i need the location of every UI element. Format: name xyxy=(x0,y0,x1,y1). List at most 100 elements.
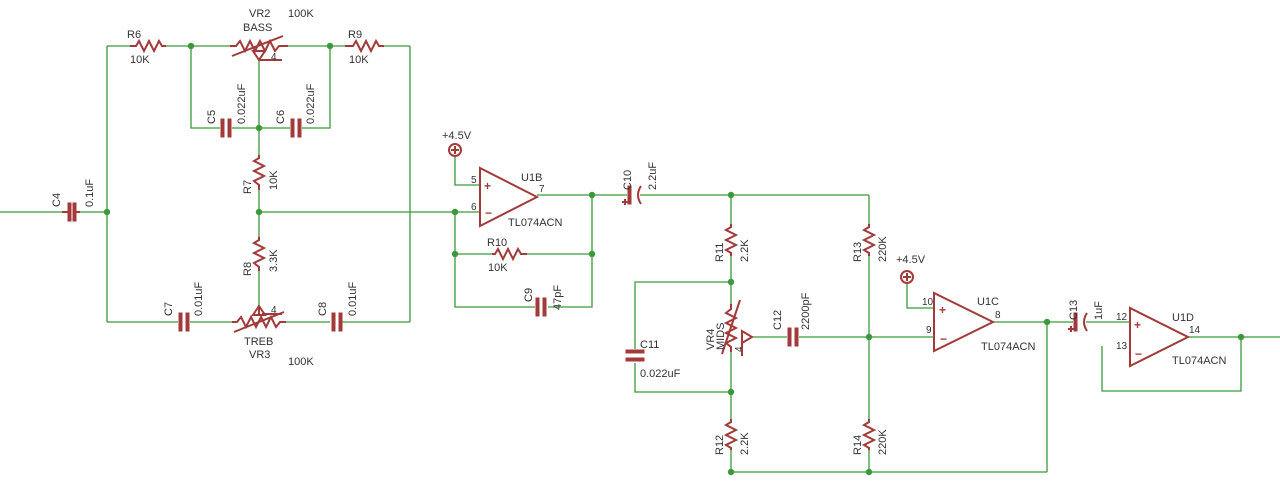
c10-value: 2.2uF xyxy=(647,162,659,190)
r10-ref: R10 xyxy=(487,237,507,249)
vr4-name: MIDS xyxy=(715,323,727,351)
r14-ref: R14 xyxy=(852,435,864,455)
c5-value: 0.022uF xyxy=(236,83,248,124)
u1c-pin-minus: 9 xyxy=(926,325,932,336)
potentiometer-vr2[interactable]: 4 VR2 BASS 100K xyxy=(230,8,314,63)
c9-value: 47pF xyxy=(552,285,564,310)
potentiometer-vr3[interactable]: 4 TREB VR3 100K xyxy=(232,304,314,368)
u1b-pin-out: 7 xyxy=(539,184,545,195)
supply-bias-2-label: +4.5V xyxy=(896,254,926,266)
junctions xyxy=(103,42,1245,476)
resistor-r11[interactable]: R11 2.2K xyxy=(714,224,751,262)
vr2-value: 100K xyxy=(288,8,314,20)
c4-ref: C4 xyxy=(51,193,63,207)
opamp-u1d[interactable]: + − 12 13 14 U1D TL074ACN xyxy=(1116,306,1226,368)
r7-value: 10K xyxy=(268,170,280,190)
c13-ref: C13 xyxy=(1068,300,1080,320)
u1b-part: TL074ACN xyxy=(508,217,562,229)
vr3-wiper-pin: 4 xyxy=(271,305,277,316)
u1d-minus: − xyxy=(1135,347,1142,361)
capacitor-c9[interactable]: C9 47pF xyxy=(523,285,564,317)
c8-ref: C8 xyxy=(317,302,329,316)
wires xyxy=(0,45,1280,473)
vr3-value: 100K xyxy=(288,356,314,368)
vr2-name: BASS xyxy=(243,22,272,34)
r6-ref: R6 xyxy=(127,29,141,41)
r13-ref: R13 xyxy=(852,242,864,262)
u1c-ref: U1C xyxy=(977,296,999,308)
r7-ref: R7 xyxy=(242,180,254,194)
r12-ref: R12 xyxy=(714,435,726,455)
resistor-r6[interactable]: R6 10K xyxy=(127,29,166,66)
u1c-minus: − xyxy=(940,332,947,346)
c13-value: 1uF xyxy=(1093,301,1105,320)
r6-value: 10K xyxy=(130,54,150,66)
c9-ref: C9 xyxy=(523,288,535,302)
supply-bias-2: +4.5V xyxy=(896,254,926,284)
vr3-name: TREB xyxy=(244,336,273,348)
c10-ref: C10 xyxy=(622,170,634,190)
r8-ref: R8 xyxy=(242,262,254,276)
c6-value: 0.022uF xyxy=(305,83,317,124)
r9-ref: R9 xyxy=(348,29,362,41)
potentiometer-vr4[interactable]: 4 VR4 MIDS xyxy=(705,299,754,356)
c7-value: 0.01uF xyxy=(193,281,205,316)
capacitor-c5[interactable]: C5 0.022uF xyxy=(206,83,248,138)
c12-value: 2200pF xyxy=(800,292,812,330)
u1c-plus: + xyxy=(939,303,946,317)
supply-bias-1: +4.5V xyxy=(442,130,472,157)
u1d-ref: U1D xyxy=(1172,312,1194,324)
vr4-ref: VR4 xyxy=(705,329,717,350)
u1d-pin-minus: 13 xyxy=(1116,341,1128,352)
u1c-pin-out: 8 xyxy=(995,310,1001,321)
capacitor-c11[interactable]: C11 0.022uF xyxy=(625,339,681,380)
opamp-u1c[interactable]: + − 10 9 8 U1C TL074ACN xyxy=(922,291,1035,353)
resistor-r10[interactable]: R10 10K xyxy=(487,237,527,274)
r11-value: 2.2K xyxy=(739,239,751,262)
opamp-u1b[interactable]: + − 5 6 7 U1B TL074ACN xyxy=(471,166,562,229)
u1d-pin-plus: 12 xyxy=(1116,312,1128,323)
u1c-part: TL074ACN xyxy=(981,341,1035,353)
r8-value: 3.3K xyxy=(268,249,280,272)
u1d-pin-out: 14 xyxy=(1189,325,1201,336)
r11-ref: R11 xyxy=(714,243,726,262)
c4-value: 0.1uF xyxy=(84,179,96,207)
resistor-r13[interactable]: R13 220K xyxy=(852,224,889,262)
supply-bias-1-label: +4.5V xyxy=(442,130,472,142)
resistor-r12[interactable]: R12 2.2K xyxy=(714,419,751,455)
u1b-pin-plus: 5 xyxy=(471,175,477,186)
u1b-pin-minus: 6 xyxy=(471,202,477,213)
vr3-ref: VR3 xyxy=(249,349,270,361)
vr2-wiper-pin: 4 xyxy=(271,52,277,63)
capacitor-c8[interactable]: C8 0.01uF xyxy=(317,281,359,332)
c12-ref: C12 xyxy=(772,310,784,330)
resistor-r14[interactable]: R14 220K xyxy=(852,419,889,455)
resistor-r7[interactable]: R7 10K xyxy=(242,155,280,194)
capacitor-c4[interactable]: C4 0.1uF xyxy=(51,179,96,222)
vr4-wiper-pin: 4 xyxy=(734,346,745,352)
r9-value: 10K xyxy=(349,54,369,66)
u1d-plus: + xyxy=(1134,318,1141,332)
capacitor-c7[interactable]: C7 0.01uF xyxy=(163,281,205,332)
capacitor-c12[interactable]: C12 2200pF xyxy=(772,292,812,347)
capacitor-c6[interactable]: C6 0.022uF xyxy=(275,83,317,138)
c8-value: 0.01uF xyxy=(347,281,359,316)
c6-ref: C6 xyxy=(275,110,287,124)
r14-value: 220K xyxy=(877,429,889,455)
u1b-minus: − xyxy=(485,206,492,220)
c7-ref: C7 xyxy=(163,302,175,316)
r13-value: 220K xyxy=(877,236,889,262)
u1c-pin-plus: 10 xyxy=(922,297,934,308)
c11-value: 0.022uF xyxy=(640,368,681,380)
u1b-plus: + xyxy=(484,179,491,193)
capacitor-c10[interactable]: C10 2.2uF xyxy=(622,162,659,205)
vr2-ref: VR2 xyxy=(249,8,270,20)
u1b-ref: U1B xyxy=(521,172,542,184)
resistor-r8[interactable]: R8 3.3K xyxy=(242,237,280,276)
c5-ref: C5 xyxy=(206,110,218,124)
r10-value: 10K xyxy=(488,262,508,274)
capacitor-c13[interactable]: C13 1uF xyxy=(1068,300,1105,332)
c11-ref: C11 xyxy=(640,339,659,351)
resistor-r9[interactable]: R9 10K xyxy=(345,29,384,66)
